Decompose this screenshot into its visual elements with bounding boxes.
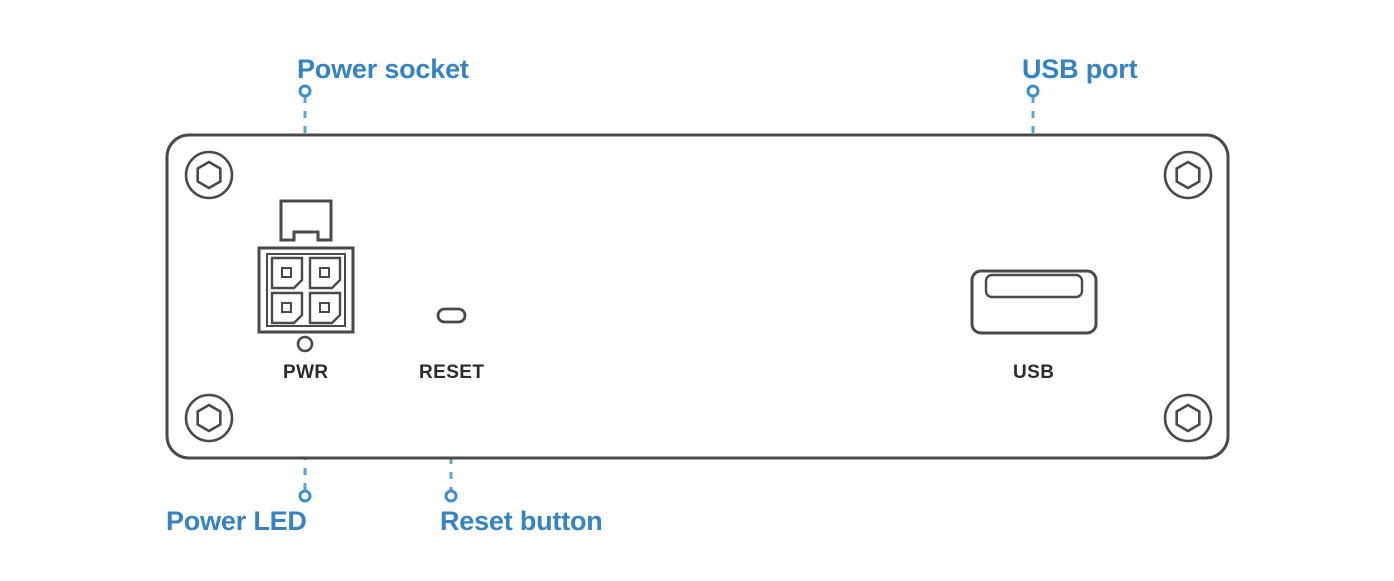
- power-socket-pin-2: [319, 267, 330, 278]
- silkscreen-label-pwr: PWR: [283, 362, 329, 383]
- leader-marker-reset-button: [444, 489, 458, 503]
- power-socket-pin-1: [281, 267, 292, 278]
- leader-marker-power-led: [298, 489, 312, 503]
- power-socket-pins: [281, 267, 330, 313]
- screw-top-right-icon: [1163, 150, 1213, 200]
- usb-port-tongue: [984, 273, 1084, 299]
- silkscreen-label-reset: RESET: [419, 362, 485, 383]
- leader-marker-usb-port: [1026, 84, 1040, 98]
- power-socket-pin-4: [319, 302, 330, 313]
- callout-label-power-led: Power LED: [166, 506, 307, 536]
- mounting-screws: [184, 150, 1213, 443]
- callout-label-usb-port: USB port: [1022, 54, 1138, 84]
- silkscreen-label-usb: USB: [1013, 362, 1055, 383]
- screw-bottom-left-icon: [184, 393, 234, 443]
- rear-panel-outline: [165, 133, 1230, 460]
- callout-label-reset-button: Reset button: [440, 506, 603, 536]
- power-socket-inner-wall: [266, 253, 346, 327]
- power-socket-connector[interactable]: [257, 199, 355, 334]
- power-led-indicator[interactable]: [296, 335, 314, 353]
- screw-top-left-icon: [184, 150, 234, 200]
- callout-label-power-socket: Power socket: [297, 54, 469, 84]
- reset-button-hole[interactable]: [436, 307, 467, 324]
- power-socket-pin-3: [281, 302, 292, 313]
- leader-markers: [298, 84, 1040, 503]
- screw-bottom-right-icon: [1163, 393, 1213, 443]
- leader-marker-power-socket: [298, 84, 312, 98]
- power-socket-latch: [279, 199, 333, 242]
- usb-port-connector[interactable]: [970, 269, 1098, 335]
